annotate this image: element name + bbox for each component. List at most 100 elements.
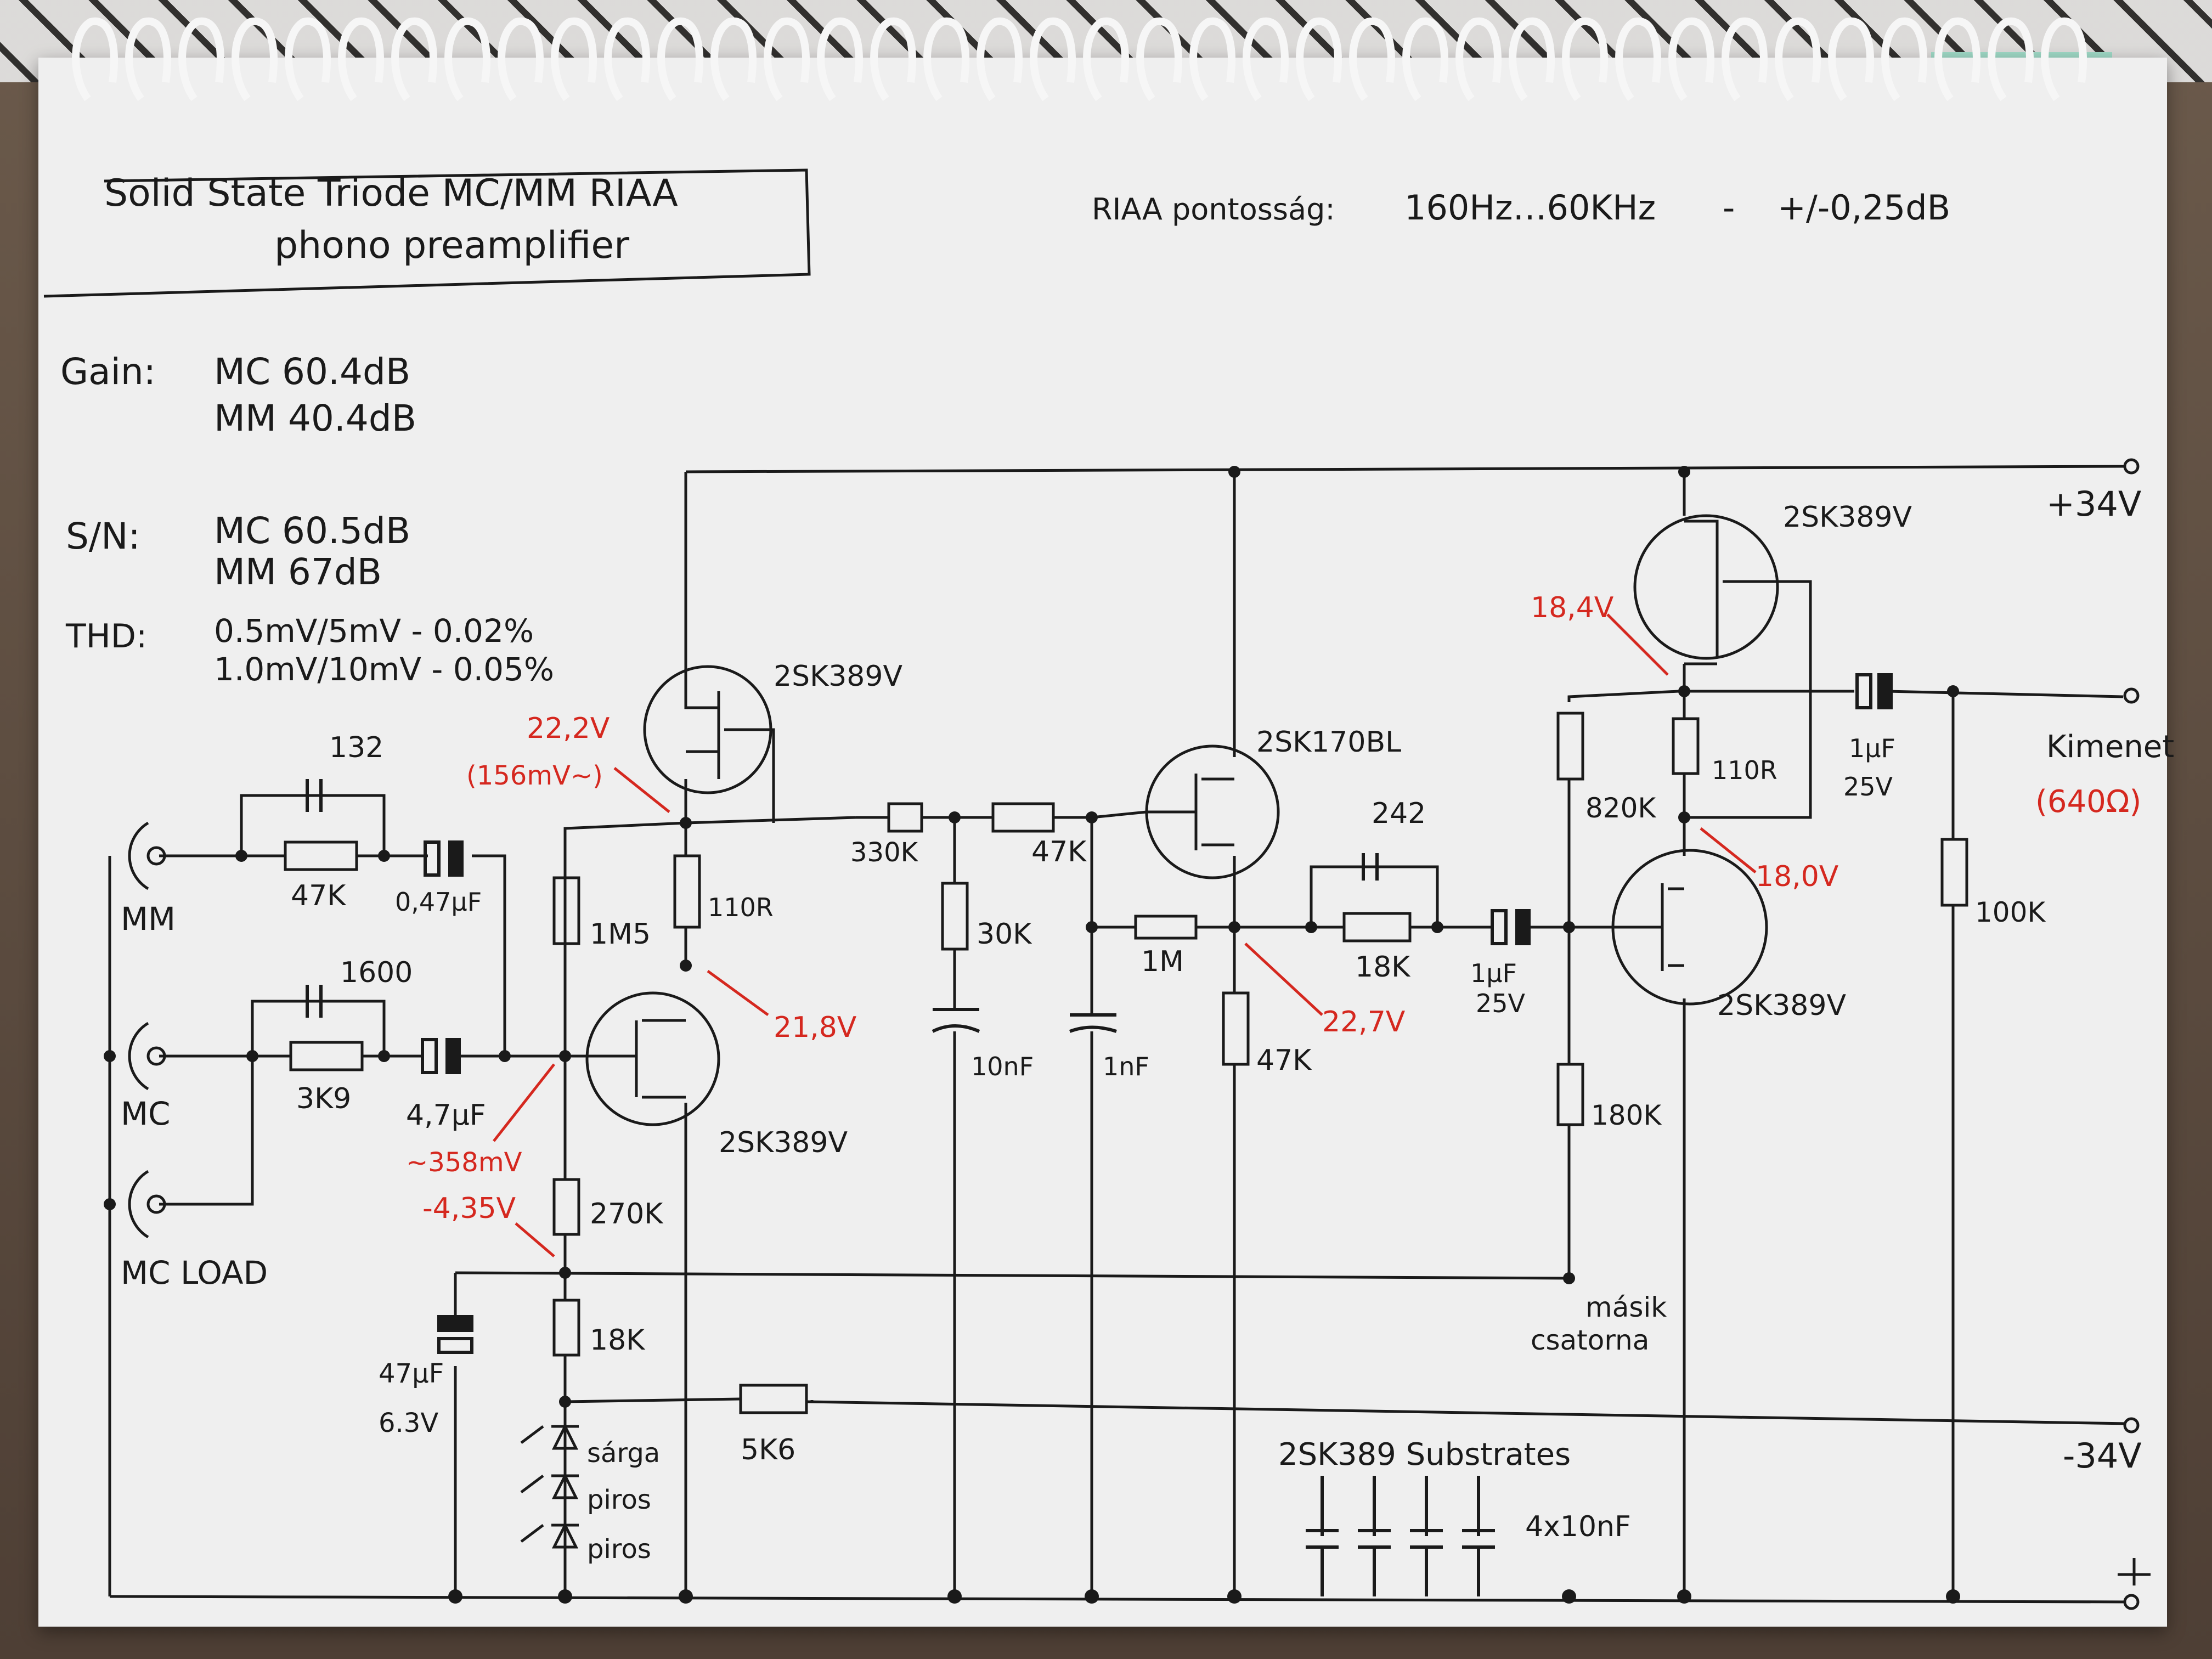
spiral-ring — [444, 17, 490, 101]
voltage-gate-ac: ~358mV — [406, 1147, 522, 1178]
spiral-ring — [1243, 17, 1289, 101]
spiral-ring — [72, 17, 118, 101]
spiral-ring — [178, 17, 224, 101]
terminals — [2123, 458, 2140, 1610]
capacitors — [306, 673, 1893, 1596]
label-r47k-in: 47K — [291, 879, 347, 912]
label-c1u-b-voltage: 25V — [1843, 772, 1893, 802]
label-r18k-b: 18K — [1355, 951, 1411, 984]
led-string — [520, 1423, 579, 1549]
spiral-ring — [125, 17, 171, 101]
label-c242: 242 — [1372, 797, 1426, 830]
voltage-arrows — [493, 613, 1757, 1257]
riaa-label: RIAA pontosság: — [1092, 192, 1335, 227]
io-labels: MM MC MC LOAD +34V -34V Kimenet (640Ω) — [121, 484, 2174, 1476]
label-r270k: 270K — [590, 1198, 664, 1231]
label-c1u-b: 1µF — [1849, 733, 1895, 763]
label-led-red-1: piros — [587, 1485, 651, 1515]
spiral-ring — [1296, 17, 1342, 101]
spiral-ring — [391, 17, 437, 101]
spiral-ring — [710, 17, 757, 101]
riaa-tolerance: +/-0,25dB — [1778, 188, 1950, 228]
label-other-channel-1: másik — [1585, 1291, 1667, 1323]
spiral-ring — [2041, 17, 2087, 101]
input-jacks — [128, 821, 166, 1239]
label-c10n: 10nF — [971, 1052, 1034, 1081]
spiral-ring — [498, 17, 544, 101]
label-q4: 2SK389V — [1783, 501, 1912, 534]
spiral-ring — [817, 17, 863, 101]
spiral-ring — [1455, 17, 1502, 101]
spiral-ring — [1402, 17, 1448, 101]
voltage-q4-source: 18,4V — [1531, 591, 1614, 624]
label-r47k-c: 47K — [1256, 1044, 1312, 1077]
spiral-ring — [870, 17, 916, 101]
spiral-ring — [338, 17, 384, 101]
spiral-ring — [285, 17, 331, 101]
label-c1600: 1600 — [340, 956, 413, 989]
label-r5k6: 5K6 — [741, 1434, 795, 1466]
label-r1m5: 1M5 — [590, 918, 651, 951]
spiral-ring — [1615, 17, 1661, 101]
label-r820k: 820K — [1585, 792, 1656, 824]
sn-mm: MM 67dB — [214, 551, 382, 593]
label-r110-1: 110R — [708, 893, 774, 922]
label-c47u: 4,7µF — [406, 1099, 486, 1132]
spiral-ring — [551, 17, 597, 101]
label-c047: 0,47µF — [395, 887, 482, 917]
rail-positive-label: +34V — [2046, 484, 2141, 524]
spiral-ring — [1189, 17, 1235, 101]
label-q3: 2SK170BL — [1256, 726, 1401, 759]
spiral-ring — [1668, 17, 1714, 101]
voltage-q3-source: 22,7V — [1322, 1006, 1406, 1039]
spiral-ring — [1349, 17, 1395, 101]
voltage-q5-drain: 18,0V — [1756, 860, 1839, 893]
spiral-ring — [604, 17, 650, 101]
title-line-1: Solid State Triode MC/MM RIAA — [104, 172, 678, 215]
label-r47k-b: 47K — [1031, 836, 1087, 868]
output-impedance: (640Ω) — [2035, 784, 2141, 820]
spiral-ring — [232, 17, 278, 101]
label-r18k: 18K — [590, 1324, 646, 1357]
label-caps-4x10nf: 4x10nF — [1525, 1510, 1631, 1543]
spiral-ring — [1030, 17, 1076, 101]
label-q5: 2SK389V — [1717, 989, 1846, 1022]
label-c47u63-b: 6.3V — [379, 1408, 438, 1438]
label-c132: 132 — [329, 731, 383, 764]
label-r110-2: 110R — [1712, 755, 1778, 785]
spiral-ring — [923, 17, 969, 101]
gain-mc: MC 60.4dB — [214, 351, 410, 393]
voltage-q1-source: 22,2V — [527, 712, 610, 745]
voltage-q2-drain: 21,8V — [774, 1011, 857, 1044]
label-led-yellow: sárga — [587, 1438, 660, 1469]
label-led-red-2: piros — [587, 1534, 651, 1565]
component-labels: 132 47K 0,47µF 1600 3K9 4,7µF 2SK389V 2S… — [291, 501, 2046, 1565]
sn-mc: MC 60.5dB — [214, 510, 410, 552]
label-q2: 2SK389V — [719, 1126, 848, 1159]
spiral-ring — [1881, 17, 1927, 101]
label-r180k: 180K — [1591, 1099, 1662, 1131]
voltage-bias: -4,35V — [422, 1192, 516, 1225]
spiral-ring — [1083, 17, 1129, 101]
spiral-ring — [1136, 17, 1182, 101]
voltage-q1-ac: (156mV~) — [466, 760, 603, 791]
gain-mm: MM 40.4dB — [214, 397, 416, 439]
label-c47u63-a: 47µF — [379, 1358, 444, 1389]
label-other-channel-2: csatorna — [1531, 1324, 1649, 1356]
label-c1u-a-voltage: 25V — [1476, 989, 1526, 1018]
junction-dots — [104, 466, 1960, 1604]
label-r30k: 30K — [977, 918, 1032, 951]
thd-line-1: 0.5mV/5mV - 0.02% — [214, 612, 534, 650]
label-r3k9: 3K9 — [296, 1082, 351, 1115]
title-line-2: phono preamplifier — [274, 224, 629, 267]
spiral-ring — [1562, 17, 1608, 101]
title-box — [43, 168, 811, 298]
spiral-ring — [1828, 17, 1874, 101]
label-q1: 2SK389V — [774, 660, 902, 693]
notebook-page — [38, 58, 2167, 1627]
label-r100k: 100K — [1975, 896, 2046, 928]
spiral-ring — [1509, 17, 1555, 101]
output-label: Kimenet — [2046, 729, 2174, 765]
resistors — [284, 712, 1968, 1414]
